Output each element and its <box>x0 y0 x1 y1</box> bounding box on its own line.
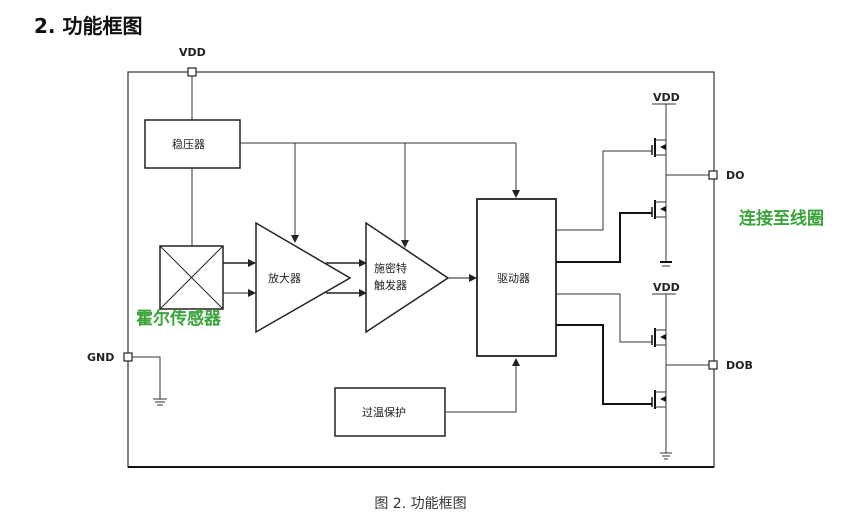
vdd-pin-label: VDD <box>179 46 206 59</box>
transistor-do-low <box>651 200 666 219</box>
driver-label: 驱动器 <box>497 272 530 285</box>
schmitt-trigger-block <box>365 221 450 334</box>
schmitt-label-line2: 触发器 <box>374 278 407 292</box>
regulator-label: 稳压器 <box>172 137 205 151</box>
transistor-dob-low <box>651 390 666 409</box>
do-pin-label: DO <box>726 169 744 182</box>
hall-sensor-annotation: 霍尔传感器 <box>136 308 222 329</box>
ground-symbol-dob <box>660 452 672 460</box>
ground-symbol-do <box>660 261 672 267</box>
coil-annotation: 连接至线圈 <box>739 208 824 229</box>
vdd-pin <box>187 67 197 77</box>
gnd-pin <box>123 352 133 362</box>
driver-block <box>476 198 557 357</box>
dob-pin <box>708 360 718 370</box>
regulator-block <box>144 119 241 169</box>
amplifier-block <box>255 221 352 334</box>
transistor-do-high <box>651 138 666 157</box>
figure-caption: 图 2. 功能框图 <box>374 496 467 512</box>
dob-pin-label: DOB <box>726 359 753 372</box>
thermal-protection-block <box>334 387 446 437</box>
transistor-dob-high <box>651 328 666 347</box>
gnd-pin-label: GND <box>87 351 114 364</box>
amplifier-label: 放大器 <box>268 271 301 285</box>
schmitt-label-line1: 施密特 <box>374 261 407 275</box>
hall-sensor-element <box>159 245 224 310</box>
vdd-do-label: VDD <box>653 91 680 104</box>
ground-symbol-gnd <box>153 398 167 406</box>
section-heading: 2. 功能框图 <box>34 14 143 38</box>
do-pin <box>708 170 718 180</box>
thermal-protection-label: 过温保护 <box>362 405 406 419</box>
vdd-dob-label: VDD <box>653 281 680 294</box>
